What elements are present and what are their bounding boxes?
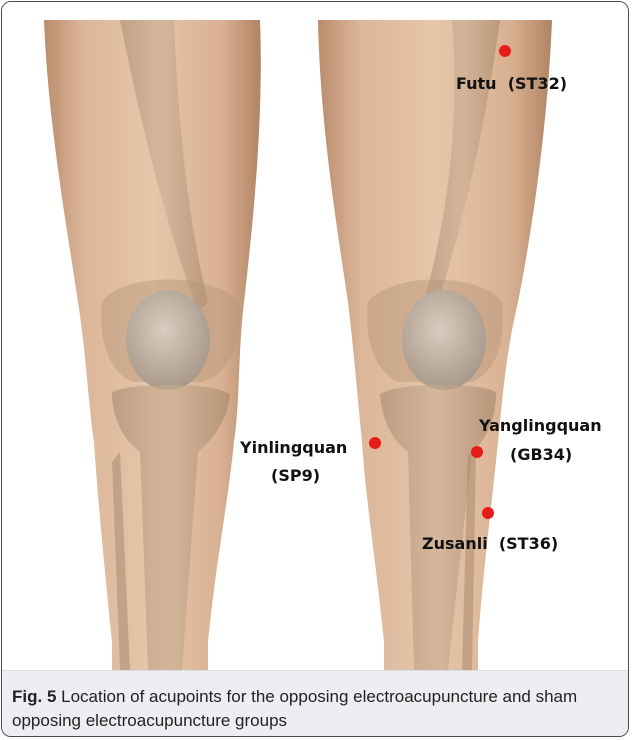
- caption-label: Fig. 5: [12, 687, 56, 706]
- yanglingquan-code: (GB34): [510, 445, 572, 465]
- yanglingquan-point: [471, 446, 483, 458]
- zusanli-label: Zusanli (ST36): [422, 534, 558, 554]
- left-leg: [44, 20, 261, 670]
- yinlingquan-code: (SP9): [271, 466, 320, 486]
- yinlingquan-point: [369, 437, 381, 449]
- figure-caption: Fig. 5 Location of acupoints for the opp…: [2, 670, 629, 737]
- right-leg: [318, 20, 552, 670]
- knee-illustration: Futu (ST32) Yinlingquan (SP9) Yanglingqu…: [2, 2, 629, 670]
- legs-drawing: [2, 2, 629, 670]
- zusanli-point: [482, 507, 494, 519]
- caption-text: Location of acupoints for the opposing e…: [12, 687, 577, 730]
- futu-label: Futu (ST32): [456, 74, 567, 94]
- futu-point: [499, 45, 511, 57]
- yanglingquan-label: Yanglingquan: [479, 416, 602, 436]
- yinlingquan-label: Yinlingquan: [240, 438, 347, 458]
